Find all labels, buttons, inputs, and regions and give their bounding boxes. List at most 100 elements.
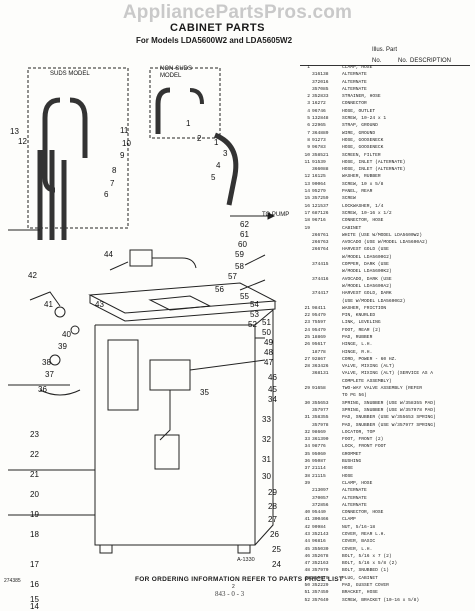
- callout-number: 22: [30, 450, 39, 459]
- part-number-cell: 352143: [312, 532, 329, 537]
- callout-number: 21: [30, 470, 39, 479]
- part-number-cell: 357977: [312, 407, 329, 413]
- description-cell: PAD, SNUBBER (USE W/357977 SPRING): [342, 422, 436, 428]
- description-cell: SPRING, SNUBBER (USE W/358355 PAD): [342, 400, 436, 406]
- part-number-cell: 91273: [312, 137, 326, 143]
- part-number-cell: 96783: [312, 145, 326, 151]
- part-number-cell: 368131: [312, 371, 329, 377]
- description-cell: BOLT, SNUBBED (1): [342, 568, 389, 574]
- part-number-cell: 95440: [312, 510, 326, 516]
- callout-number: 31: [262, 455, 271, 464]
- description-cell: PAD, RUBBER: [342, 334, 373, 340]
- key-number-cell: [298, 378, 312, 385]
- key-number-cell: 5: [307, 116, 310, 122]
- part-number-cell: 21115: [312, 473, 326, 479]
- callout-number: 44: [104, 250, 113, 259]
- part-number-cell: [312, 378, 342, 385]
- part-number-cell: 352833: [312, 94, 329, 100]
- nonsuds-hose: [155, 87, 171, 134]
- description-cell: BRACKET, HOSE: [342, 590, 378, 596]
- description-cell: HOSE: [342, 466, 354, 472]
- part-number-cell: 300466: [312, 517, 329, 523]
- suds-model-label: SUDS MODEL: [50, 71, 90, 77]
- description-cell: FOOT, REAR (2): [342, 327, 381, 333]
- callout-number: 38: [42, 358, 51, 367]
- description-cell: ALTERNATE: [342, 488, 367, 494]
- callout-number: 11: [120, 126, 129, 135]
- key-number-cell: 10: [304, 152, 310, 158]
- handwritten-note: 843 - 0 - 3: [215, 590, 245, 598]
- part-number-cell: 372856: [312, 502, 329, 508]
- parts-list-row: W/MODEL LDA5600G2): [298, 254, 472, 261]
- illus-header-label: Illus. Part: [372, 47, 397, 54]
- part-number-cell: 16125: [312, 174, 326, 180]
- page-title: CABINET PARTS: [170, 22, 265, 34]
- description-cell: NUT, 5/16-18: [342, 524, 376, 530]
- key-number-cell: 25: [304, 334, 310, 340]
- part-number-cell: 213097: [312, 488, 329, 494]
- description-cell: PAD, GUSSET COVER: [342, 583, 389, 589]
- callout-number: 17: [30, 560, 39, 569]
- callout-number: 50: [262, 328, 271, 337]
- part-number-cell: 374415: [312, 262, 329, 268]
- key-number-cell: [298, 502, 312, 509]
- parts-list-row: (USE W/MODEL LDA5600G2): [298, 298, 472, 305]
- description-cell: W/MODEL LDA5600G2): [342, 254, 392, 260]
- part-number-cell: 366088: [312, 167, 329, 173]
- gooseneck-hose-mid: [69, 97, 88, 158]
- callout-number: 54: [250, 300, 259, 309]
- description-cell: W/MODEL LDA5600K2): [342, 269, 392, 275]
- page-number: 2: [232, 584, 235, 590]
- description-cell: LOCATOR, TOP: [342, 429, 376, 435]
- description-cell: HOSE, GOOSENECK: [342, 137, 384, 143]
- description-cell: LOCKWASHER, 1/4: [342, 203, 384, 209]
- part-number-cell: 364889: [312, 130, 329, 136]
- description-cell: PANEL, REAR: [342, 189, 373, 195]
- callout-number: 39: [58, 342, 67, 351]
- part-number-cell: 90064: [312, 181, 326, 187]
- description-header: DESCRIPTION: [410, 58, 452, 64]
- description-cell: CORD, POWER - 60 HZ.: [342, 356, 398, 362]
- key-number-cell: 32: [304, 429, 310, 435]
- key-number-cell: 44: [304, 539, 310, 545]
- part-number-cell: 358355: [312, 415, 329, 421]
- part-number-cell: 96716: [312, 218, 326, 224]
- callout-number: 18: [30, 530, 39, 539]
- callout-number: 1: [186, 119, 191, 128]
- description-cell: VALVE, MIXING (ALT): [342, 364, 395, 370]
- key-number-cell: 46: [304, 553, 310, 559]
- callout-number: 4: [216, 161, 221, 170]
- callout-number: 43: [95, 300, 104, 309]
- part-number-cell: 95479: [312, 327, 326, 333]
- description-cell: HOSE, GOOSENECK: [342, 145, 384, 151]
- key-number-cell: [298, 276, 312, 283]
- description-cell: COVER, BASIC: [342, 539, 376, 545]
- figure-id: A-1330: [237, 557, 255, 563]
- key-number-cell: 22: [304, 313, 310, 319]
- part-number-cell: 91539: [312, 159, 326, 165]
- key-number-cell: [298, 298, 312, 305]
- key-number-cell: 45: [304, 546, 310, 552]
- snubber-pad: [154, 434, 180, 470]
- callout-number: 53: [250, 310, 259, 319]
- description-cell: COVER, L.H.: [342, 546, 373, 552]
- callout-number: 3: [223, 149, 228, 158]
- description-cell: HOSE, INLET (ALTERNATE): [342, 167, 406, 173]
- callout-number: 16: [30, 580, 39, 589]
- part-number-cell: 363426: [312, 364, 329, 370]
- description-cell: LINK, LEVELING: [342, 320, 381, 326]
- description-cell: SPRING, SNUBBER (USE W/357978 PAD): [342, 407, 436, 413]
- description-cell: COMPLETE ASSEMBLY): [342, 378, 392, 384]
- part-number-cell: 358521: [312, 152, 329, 158]
- key-number-cell: [298, 407, 312, 414]
- callout-number: 47: [264, 358, 273, 367]
